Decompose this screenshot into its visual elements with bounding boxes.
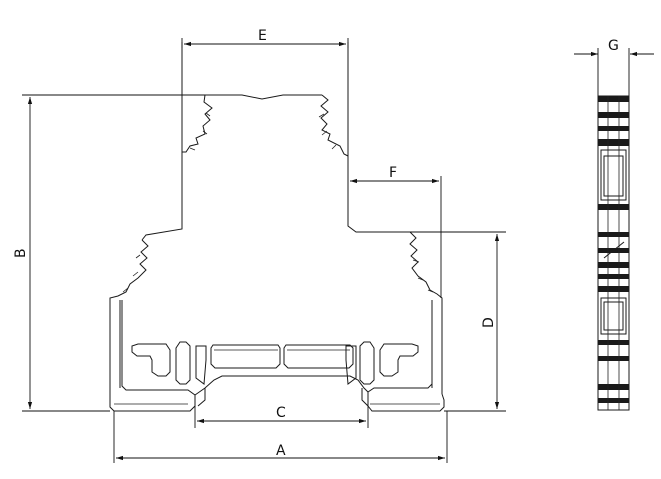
label-g: G [608, 38, 619, 54]
label-c: C [276, 405, 286, 421]
dimension-e [181, 38, 349, 48]
dimension-c [194, 406, 369, 428]
label-b: B [13, 248, 29, 258]
dimension-f [350, 176, 442, 298]
label-e: E [258, 28, 267, 44]
side-view [574, 48, 654, 411]
label-a: A [276, 443, 286, 459]
dimension-d [410, 231, 506, 412]
front-view [109, 42, 445, 412]
dimension-b [22, 94, 205, 412]
label-d: D [481, 317, 497, 328]
label-f: F [389, 165, 397, 181]
dimension-a [113, 411, 448, 463]
